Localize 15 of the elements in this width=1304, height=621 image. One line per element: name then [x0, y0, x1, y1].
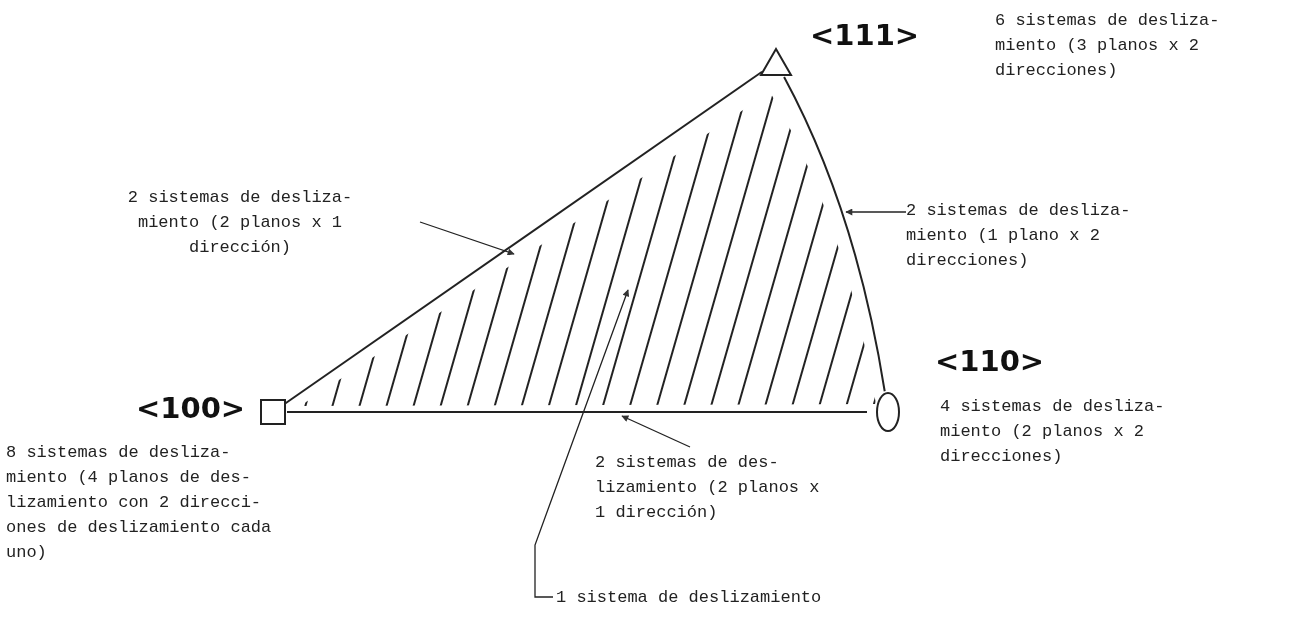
triangle-side	[783, 75, 886, 393]
leader-line	[621, 415, 691, 448]
annotation-text: 6 sistemas de desliza- miento (3 planos x 2 direcciones)	[995, 10, 1221, 82]
leader-line	[419, 221, 515, 256]
direction-label: <110>	[935, 344, 1045, 378]
annotation-text: 2 sistemas de desliza- miento (2 planos x 1 dirección)	[120, 185, 360, 260]
direction-label: <111>	[810, 18, 920, 52]
annotation-text: 8 sistemas de desliza- miento (4 planos de des- lizamiento con 2 direcci- ones de deslizamiento cada uno)	[6, 442, 273, 564]
direction-label: <100>	[136, 391, 246, 425]
annotation-text: 4 sistemas de desliza- miento (2 planos x 2 direcciones)	[940, 396, 1166, 468]
triangle-side	[286, 411, 868, 413]
leader-line	[845, 208, 907, 216]
annotation-text: 2 sistemas de des- lizamiento (2 planos x 1 dirección)	[595, 450, 820, 525]
annotation-text: 2 sistemas de desliza- miento (1 plano x 2 direcciones)	[906, 198, 1146, 273]
annotation-text: 1 sistema de deslizamiento	[556, 585, 876, 610]
